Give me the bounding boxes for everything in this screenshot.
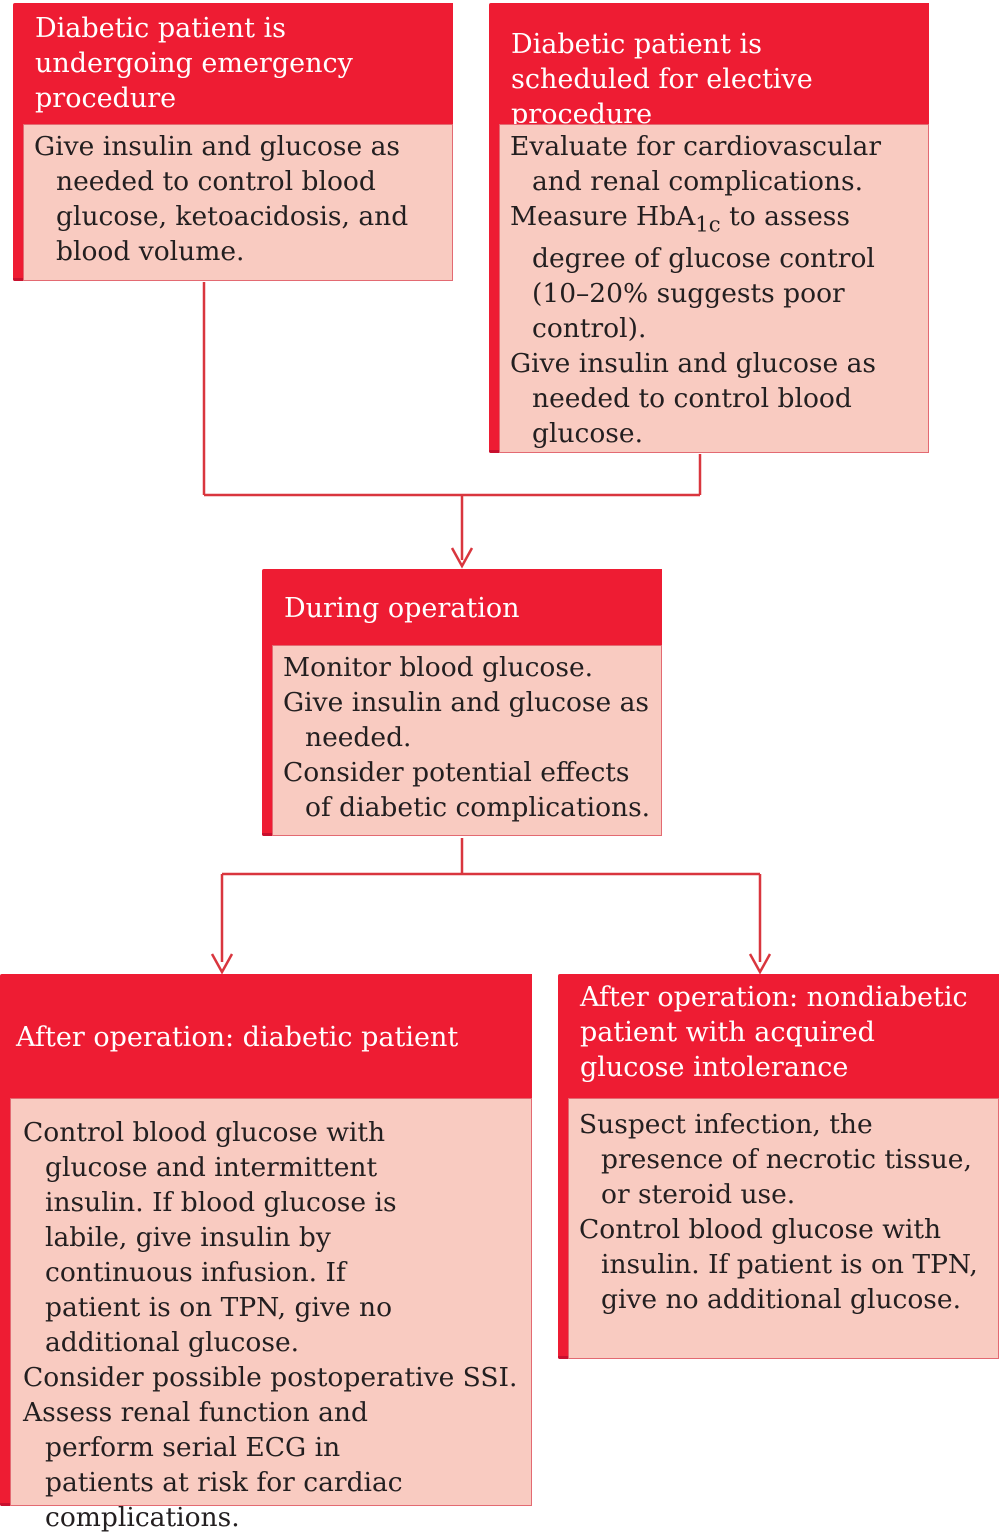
box-elective-body: Evaluate for cardiovascular and renal co… <box>499 124 929 453</box>
hba1c-suffix: to assess degree of glucose control (10–… <box>532 201 875 345</box>
list-item: Consider possible postoperative SSI. <box>23 1362 518 1393</box>
arrowhead-during <box>450 547 474 569</box>
list-item: Evaluate for cardiovascular and renal co… <box>510 131 881 197</box>
box-after-nondiabetic-body: Suspect infection, the presence of necro… <box>568 1098 999 1359</box>
arrowhead-after-nondiabetic <box>748 953 772 975</box>
list-item: Give insulin and glucose as needed to co… <box>34 131 409 267</box>
box-elective: Diabetic patient is scheduled for electi… <box>489 3 929 453</box>
hba1c-subscript: 1c <box>695 211 721 237</box>
list-item: Control blood glucose with glucose and i… <box>23 1117 397 1358</box>
list-item: Give insulin and glucose as needed to co… <box>510 348 877 450</box>
box-after-nondiabetic-title: After operation: nondiabetic patient wit… <box>568 974 999 1098</box>
box-after-nondiabetic: After operation: nondiabetic patient wit… <box>558 974 999 1359</box>
list-item-hba1c: Measure HbA1c to assess degree of glucos… <box>510 199 918 346</box>
box-after-diabetic-body: Control blood glucose with glucose and i… <box>10 1098 532 1533</box>
box-during-operation: During operation Monitor blood glucose. … <box>262 569 662 836</box>
box-emergency-title: Diabetic patient is undergoing emergency… <box>23 3 453 124</box>
list-item: Control blood glucose with insulin. If p… <box>579 1214 978 1315</box>
list-item: Give insulin and glucose as needed. <box>283 687 650 753</box>
box-emergency: Diabetic patient is undergoing emergency… <box>13 3 453 281</box>
list-item: Assess renal function and perform serial… <box>23 1397 403 1533</box>
box-after-diabetic-title: After operation: diabetic patient <box>10 974 532 1098</box>
box-elective-title: Diabetic patient is scheduled for electi… <box>499 3 929 130</box>
box-during-body: Monitor blood glucose. Give insulin and … <box>272 645 662 836</box>
arrowhead-after-diabetic <box>210 953 234 975</box>
box-after-diabetic: After operation: diabetic patient Contro… <box>0 974 532 1533</box>
list-item: Consider potential effects of diabetic c… <box>283 757 651 823</box>
hba1c-prefix: Measure HbA <box>510 201 696 232</box>
box-emergency-body: Give insulin and glucose as needed to co… <box>23 124 453 281</box>
box-during-title: During operation <box>272 569 662 645</box>
list-item: Monitor blood glucose. <box>283 652 594 683</box>
list-item: Suspect infection, the presence of necro… <box>579 1109 972 1210</box>
